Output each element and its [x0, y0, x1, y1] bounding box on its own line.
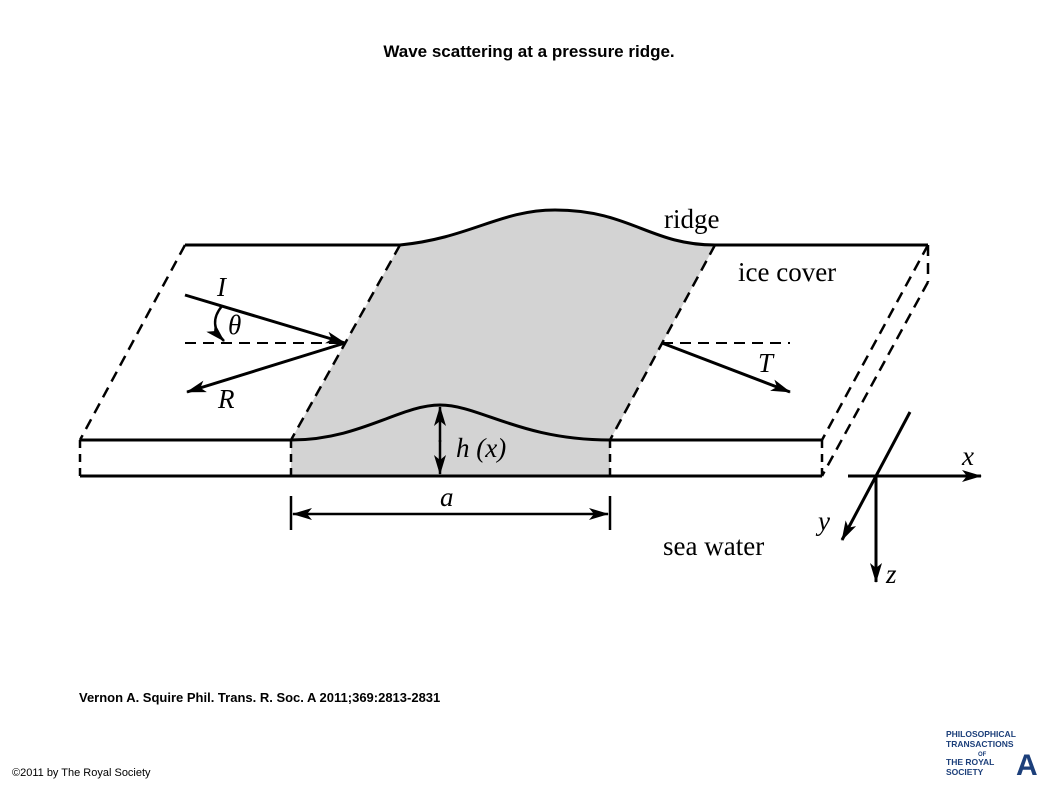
- logo-line-4: THE ROYAL: [946, 757, 994, 767]
- figure-title: Wave scattering at a pressure ridge.: [383, 42, 675, 61]
- x-axis-label: x: [961, 441, 974, 471]
- copyright: ©2011 by The Royal Society: [12, 767, 151, 779]
- transmitted-label: T: [758, 348, 775, 378]
- logo-line-2: TRANSACTIONS: [946, 739, 1014, 749]
- ridge-bottom-profile: [290, 403, 611, 442]
- plate-right-depth-edge: [820, 281, 930, 477]
- y-axis-label: y: [815, 506, 830, 536]
- angle-label: θ: [228, 310, 241, 340]
- incident-label: I: [216, 272, 228, 302]
- y-axis-arrow: [840, 475, 878, 541]
- z-axis-label: z: [885, 559, 897, 589]
- transmitted-wave-arrow: [661, 341, 791, 394]
- plate-right-edge: [820, 244, 930, 441]
- ridge-top-face: [291, 210, 715, 440]
- citation: Vernon A. Squire Phil. Trans. R. Soc. A …: [79, 690, 441, 705]
- journal-logo: PHILOSOPHICAL TRANSACTIONS OF THE ROYAL …: [946, 729, 1038, 780]
- incident-wave-arrow: [184, 293, 346, 345]
- logo-line-5: SOCIETY: [946, 767, 984, 777]
- y-axis-line: [874, 411, 912, 477]
- logo-line-1: PHILOSOPHICAL: [946, 729, 1016, 739]
- thickness-label: h (x): [456, 433, 506, 463]
- reflected-wave-arrow: [186, 341, 346, 394]
- angle-arc: [206, 305, 225, 342]
- width-label: a: [440, 482, 454, 512]
- sea-water-label: sea water: [663, 531, 764, 561]
- logo-letter: A: [1016, 749, 1038, 780]
- reflected-label: R: [217, 384, 235, 414]
- logo-line-3: OF: [978, 752, 987, 758]
- plate-left-edge: [78, 244, 187, 441]
- ridge-label: ridge: [664, 204, 719, 234]
- ice-cover-label: ice cover: [738, 257, 836, 287]
- ridge-top-profile: [399, 208, 716, 247]
